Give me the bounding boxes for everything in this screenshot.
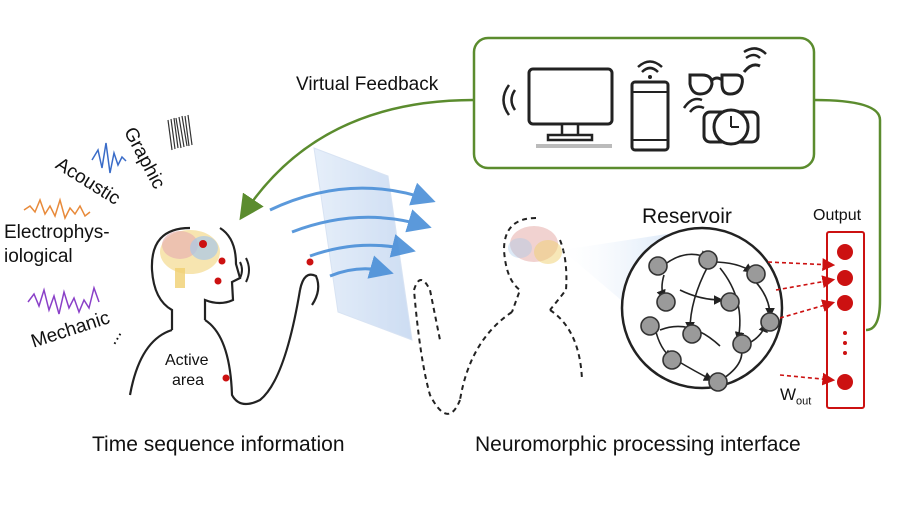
w-out-sub: out: [796, 395, 812, 408]
mechanic-waveform: [27, 285, 100, 315]
output-nodes: [837, 244, 853, 390]
brain-dot: [199, 240, 207, 248]
w-out-base: W: [780, 385, 797, 404]
w-out-label: Wout: [780, 385, 811, 407]
reservoir-label: Reservoir: [642, 205, 732, 228]
iological-label: iological: [4, 246, 73, 267]
wifi-icon: [502, 84, 517, 116]
electrophys-waveform: [23, 197, 91, 221]
active-label: Active: [165, 352, 209, 369]
signal-waves: [269, 182, 436, 279]
output-column: [826, 231, 865, 409]
readout-connections: [767, 258, 836, 386]
reservoir-circle: [620, 226, 784, 390]
person-left: [128, 226, 320, 406]
glasses-icon: [688, 47, 767, 96]
reservoir-nodes: [640, 250, 780, 392]
phone-icon: [630, 60, 670, 152]
electrophys-label: Electrophys-: [4, 222, 110, 243]
neuromorphic-caption: Neuromorphic processing interface: [475, 433, 801, 456]
watch-icon: [682, 97, 760, 146]
acoustic-waveform: [91, 142, 127, 174]
virtual-feedback-label: Virtual Feedback: [296, 74, 439, 95]
area-label: area: [172, 372, 205, 389]
speech-icon: [239, 257, 250, 283]
feedback-arrow-left: [239, 98, 475, 221]
feedback-box: [472, 36, 816, 170]
graphic-barcode-icon: [167, 114, 193, 151]
person-right-dashed: [413, 217, 583, 415]
time-sequence-caption: Time sequence information: [92, 433, 345, 456]
feedback-loop-right: [813, 98, 882, 332]
monitor-icon: [527, 67, 614, 148]
active-area-dot: [222, 374, 230, 382]
output-label: Output: [813, 207, 862, 224]
